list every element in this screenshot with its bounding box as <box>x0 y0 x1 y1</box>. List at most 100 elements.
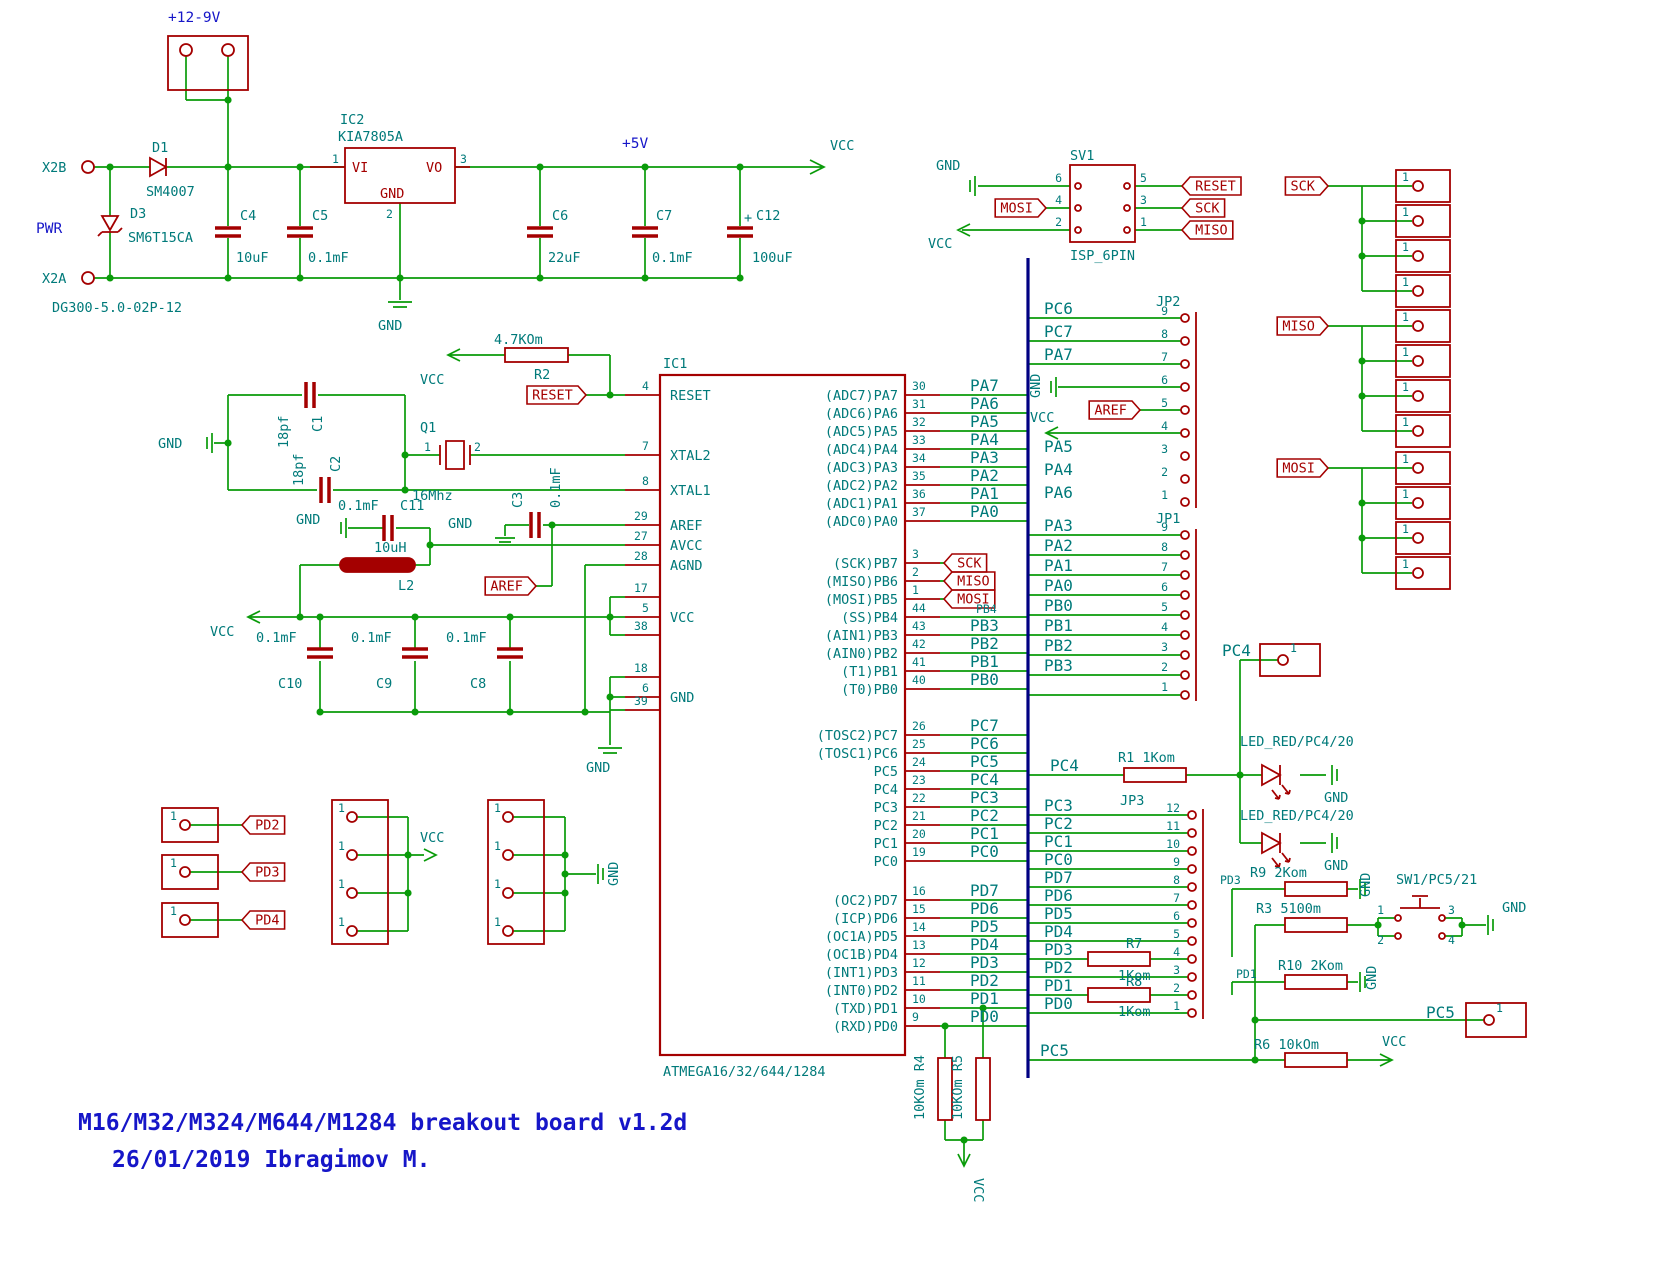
label-jp1: JP1 <box>1156 511 1180 527</box>
label--tosc2-pc7: (TOSC2)PC7 <box>817 728 898 744</box>
sw1-contact-1 <box>1394 914 1402 922</box>
capacitor-c4-symbol <box>215 226 241 238</box>
label-2: 2 <box>1173 981 1180 995</box>
label-x2b: X2B <box>42 160 66 176</box>
label-pd3: PD3 <box>970 953 999 972</box>
pc4-connector-body <box>1259 643 1321 677</box>
label-6: 6 <box>1055 171 1062 185</box>
label-4: 4 <box>1448 933 1455 947</box>
label-isp-6pin: ISP_6PIN <box>1070 248 1135 264</box>
power-section-wires <box>94 56 826 308</box>
jp1-header-pins <box>1180 529 1197 701</box>
analog-section-wires <box>206 348 625 754</box>
label-7: 7 <box>1161 350 1168 364</box>
net-flag-box <box>1180 220 1234 240</box>
resistor-r4-symbol <box>937 1057 953 1121</box>
label-c5: C5 <box>312 208 328 224</box>
label-vcc: VCC <box>830 138 854 154</box>
label-pc4: PC4 <box>970 770 999 789</box>
label-4: 4 <box>1161 620 1168 634</box>
label-2: 2 <box>1055 215 1062 229</box>
net-flag-label: MOSI <box>1282 461 1315 477</box>
label-c11: C11 <box>400 498 424 514</box>
pc5-connector-pin <box>1483 1014 1495 1026</box>
labels-layer: +12-9VX2BD1SM4007PWRD3SM6T15CAX2ADG300-5… <box>36 10 1526 1202</box>
label-pc1: PC1 <box>970 824 999 843</box>
label-2: 2 <box>474 440 481 454</box>
net-flag-label: SCK <box>1195 201 1220 217</box>
capacitor-c9-symbol <box>402 647 428 659</box>
label-c12: C12 <box>756 208 780 224</box>
label-pc6: PC6 <box>1044 299 1073 318</box>
label-1: 1 <box>1402 240 1409 254</box>
regulator-ic2-body <box>344 147 456 204</box>
label-ic2: IC2 <box>340 112 364 128</box>
jp3-header-pins <box>1187 809 1204 1019</box>
label-5: 5 <box>1140 171 1147 185</box>
label-28: 28 <box>634 549 648 563</box>
label-agnd: AGND <box>670 558 703 574</box>
label-vo: VO <box>426 160 442 176</box>
label-pa3: PA3 <box>970 448 999 467</box>
label-pa5: PA5 <box>1044 437 1073 456</box>
label-4: 4 <box>642 379 649 393</box>
label-22uf: 22uF <box>548 250 581 266</box>
label-pa6: PA6 <box>970 394 999 413</box>
net-flag-label: PD4 <box>255 913 279 929</box>
sck-connector-array <box>1395 169 1451 308</box>
label-pd1: PD1 <box>1044 976 1073 995</box>
net-flag-box <box>240 862 286 882</box>
label-16: 16 <box>912 884 926 898</box>
net-flag-reset: RESET <box>526 385 588 405</box>
net-flag-label: MISO <box>957 574 990 590</box>
label-1: 1 <box>338 877 345 891</box>
label-1: 1 <box>912 583 919 597</box>
label-pc7: PC7 <box>1044 322 1073 341</box>
sv1-pad-4 <box>1074 204 1082 212</box>
label-vcc: VCC <box>970 1178 986 1202</box>
label-pc2: PC2 <box>874 818 898 834</box>
label-gnd: GND <box>378 318 402 334</box>
label-c7: C7 <box>656 208 672 224</box>
label-1: 1 <box>494 839 501 853</box>
label-1: 1 <box>1402 522 1409 536</box>
label-1: 1 <box>494 915 501 929</box>
label-1: 1 <box>170 904 177 918</box>
label-41: 41 <box>912 655 926 669</box>
label-r6-10kom: R6 10kOm <box>1254 1037 1319 1053</box>
label-c10: C10 <box>278 676 302 692</box>
label-gnd: GND <box>1502 900 1526 916</box>
capacitor-c1-symbol <box>304 382 316 408</box>
label-pb3: PB3 <box>1044 656 1073 675</box>
label-36: 36 <box>912 487 926 501</box>
label-c3: C3 <box>510 492 526 508</box>
label--txd-pd1: (TXD)PD1 <box>833 1001 898 1017</box>
capacitor-c12-symbol <box>727 226 753 238</box>
label-r1-1kom: R1 1Kom <box>1118 750 1175 766</box>
net-flag-box <box>942 553 988 573</box>
label-pb2: PB2 <box>970 634 999 653</box>
crystal-q1-symbol <box>439 440 471 470</box>
symbol-layer <box>81 35 1527 1121</box>
label-pd5: PD5 <box>970 917 999 936</box>
capacitor-c8-symbol <box>497 647 523 659</box>
label--adc7-pa7: (ADC7)PA7 <box>825 388 898 404</box>
label-17: 17 <box>634 581 648 595</box>
label--sck-pb7: (SCK)PB7 <box>833 556 898 572</box>
label-2: 2 <box>1377 933 1384 947</box>
label-19: 19 <box>912 845 926 859</box>
label-5: 5 <box>1173 927 1180 941</box>
label-pd3: PD3 <box>1220 873 1241 887</box>
label-pd7: PD7 <box>970 881 999 900</box>
label--rxd-pd0: (RXD)PD0 <box>833 1019 898 1035</box>
net-flag-label: AREF <box>1094 403 1127 419</box>
capacitor-c3-symbol <box>529 512 541 538</box>
net-flag-box <box>1180 176 1242 196</box>
sv1-pad-2 <box>1074 226 1082 234</box>
label-9: 9 <box>1161 304 1168 318</box>
net-flag-mosi: MOSI <box>942 589 996 609</box>
label-21: 21 <box>912 809 926 823</box>
label-1: 1 <box>1402 557 1409 571</box>
label-pa6: PA6 <box>1044 483 1073 502</box>
label-1: 1 <box>332 152 339 166</box>
